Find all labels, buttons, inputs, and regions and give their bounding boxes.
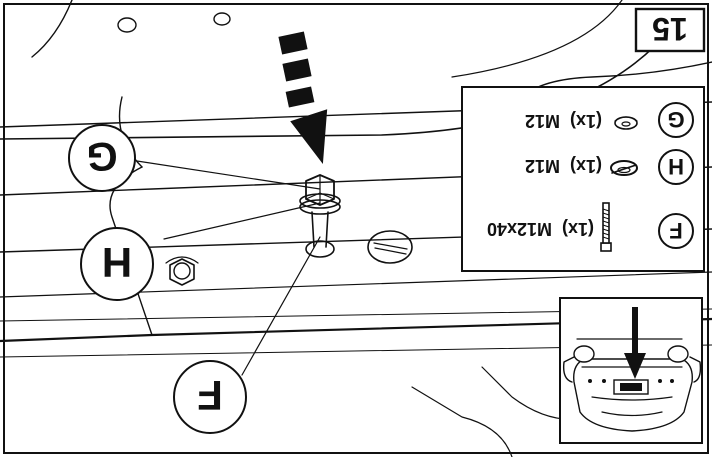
parts-letter: G — [667, 107, 684, 132]
leader-line-f — [241, 236, 321, 376]
parts-spec: M12 — [525, 111, 560, 131]
leader-line-g — [136, 160, 321, 190]
callout-h: H — [80, 227, 154, 301]
hex-bolt-icon — [600, 202, 612, 252]
step-number: 15 — [652, 11, 688, 47]
parts-list-box: G (1x) M12 H (1x) M12 F — [461, 86, 705, 272]
existing-nut — [165, 256, 199, 286]
overview-wheels — [562, 356, 702, 383]
parts-quantity: (1x) — [570, 111, 602, 131]
flat-washer-icon — [614, 116, 638, 130]
body-edge-line — [31, 0, 73, 58]
parts-row-g: G (1x) M12 — [525, 102, 694, 138]
parts-quantity: (1x) — [562, 219, 594, 239]
overview-inset — [559, 297, 703, 444]
hole-marker — [213, 12, 231, 26]
overview-machine-line — [601, 411, 663, 417]
step-number-box: 15 — [634, 7, 706, 53]
callout-f: F — [173, 360, 247, 434]
overview-panel-screen — [620, 383, 642, 391]
bracket-edge — [109, 166, 153, 336]
callout-letter: G — [86, 134, 117, 178]
callout-letter: H — [102, 239, 132, 286]
parts-quantity: (1x) — [570, 156, 602, 176]
inset-arrow-icon — [624, 307, 646, 379]
overview-wheel — [667, 345, 689, 363]
overview-machine-body — [573, 358, 693, 432]
parts-spec: M12 — [525, 156, 560, 176]
body-edge-line — [451, 0, 623, 78]
parts-row-h: H (1x) M12 — [525, 149, 694, 185]
body-edge-line — [411, 386, 513, 457]
hole-marker — [117, 17, 137, 33]
leader-line-h — [163, 202, 321, 240]
callout-g: G — [68, 124, 136, 192]
parts-letter: H — [668, 154, 684, 179]
parts-row-f: F (1x) M12x40 — [487, 202, 694, 252]
slot-hole — [367, 230, 413, 264]
callout-letter: F — [197, 372, 223, 419]
overview-wheel — [573, 345, 595, 363]
lock-washer-icon — [610, 160, 638, 176]
parts-spec: M12x40 — [487, 219, 552, 239]
overview-machine-line — [591, 396, 673, 401]
direction-arrow-icon — [278, 31, 328, 165]
parts-letter: F — [669, 218, 682, 243]
